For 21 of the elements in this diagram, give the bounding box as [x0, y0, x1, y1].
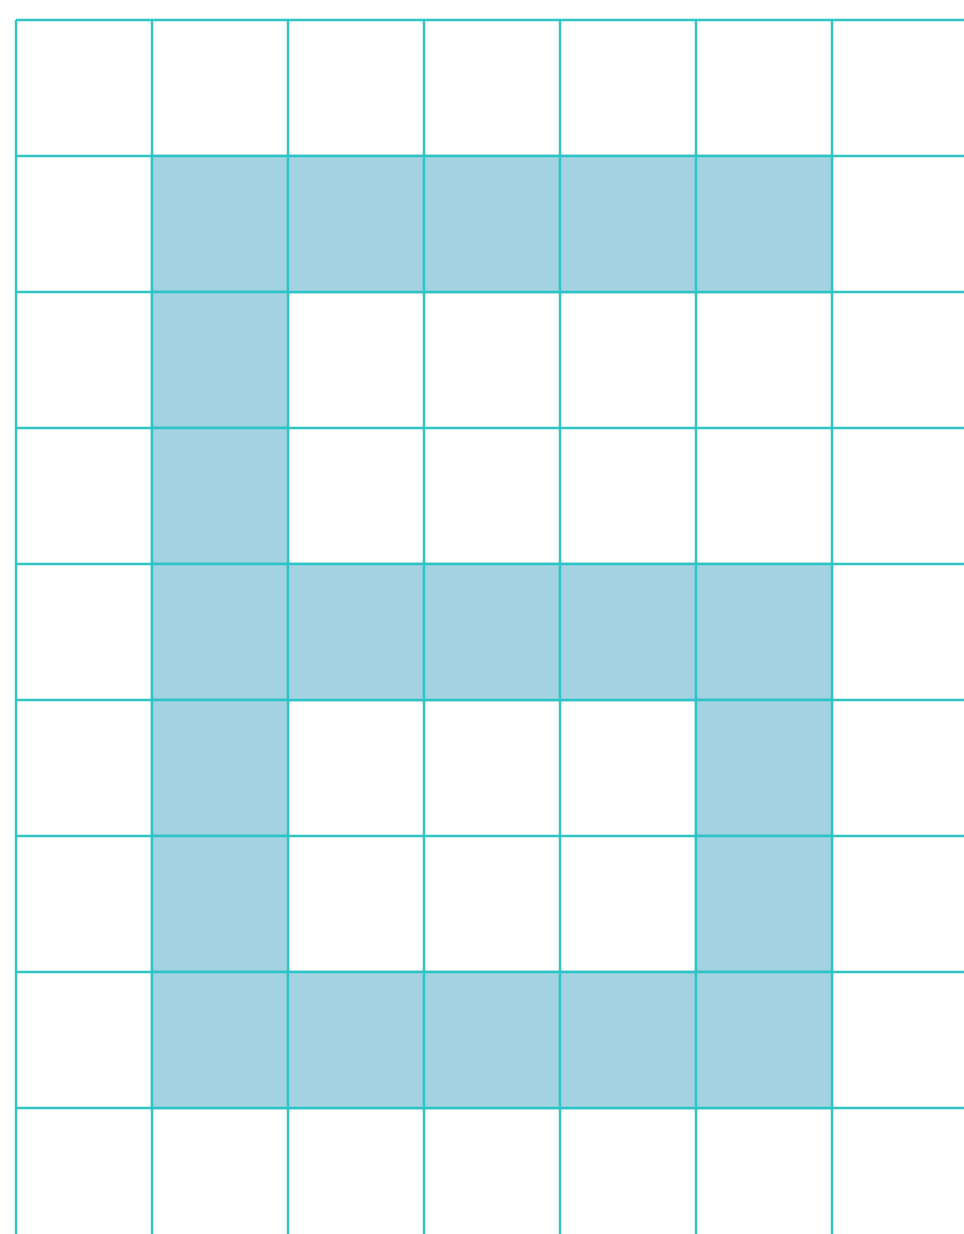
shaded-cell [558, 970, 698, 1110]
shaded-cell [558, 562, 698, 702]
shaded-cell [150, 698, 290, 838]
shaded-cell [150, 970, 290, 1110]
shaded-cell [286, 562, 426, 702]
shaded-cell [286, 154, 426, 294]
shaded-cell [694, 562, 834, 702]
shaded-cell [150, 290, 290, 430]
shaded-cell [150, 834, 290, 974]
shaded-cell [422, 562, 562, 702]
shaded-cell [694, 970, 834, 1110]
shaded-cell [422, 154, 562, 294]
shaded-cell [694, 154, 834, 294]
shaded-cell [694, 698, 834, 838]
shaded-cell [422, 970, 562, 1110]
shaded-cell [558, 154, 698, 294]
shaded-cell [150, 426, 290, 566]
shaded-cell [694, 834, 834, 974]
shaded-cell [150, 562, 290, 702]
shaded-cell [286, 970, 426, 1110]
shaded-cell [150, 154, 290, 294]
